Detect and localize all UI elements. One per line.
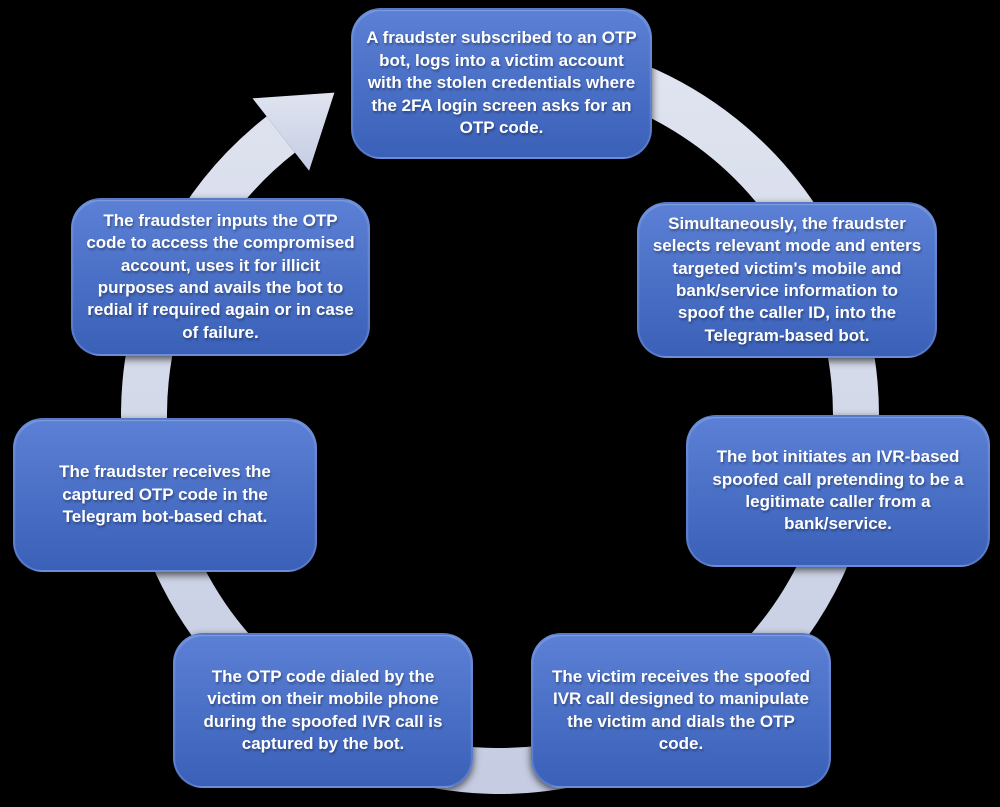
cycle-step-7-text: The fraudster inputs the OTP code to acc… xyxy=(86,210,355,342)
cycle-step-1-text: A fraudster subscribed to an OTP bot, lo… xyxy=(366,28,637,138)
cycle-step-1-top: A fraudster subscribed to an OTP bot, lo… xyxy=(351,8,652,159)
cycle-step-6-text: The fraudster receives the captured OTP … xyxy=(59,462,271,527)
cycle-step-4-bottom-right: The victim receives the spoofed IVR call… xyxy=(531,633,831,788)
cycle-step-2-text: Simultaneously, the fraudster selects re… xyxy=(652,213,922,345)
cycle-step-3-text: The bot initiates an IVR-based spoofed c… xyxy=(712,447,964,534)
cycle-step-6-middle-left: The fraudster receives the captured OTP … xyxy=(13,418,317,572)
cycle-step-7-upper-left: The fraudster inputs the OTP code to acc… xyxy=(71,198,370,356)
cycle-step-4-text: The victim receives the spoofed IVR call… xyxy=(552,666,810,753)
cycle-step-2-upper-right: Simultaneously, the fraudster selects re… xyxy=(637,202,937,358)
cycle-step-5-text: The OTP code dialed by the victim on the… xyxy=(203,666,443,753)
cycle-step-3-lower-right: The bot initiates an IVR-based spoofed c… xyxy=(686,415,990,567)
cycle-step-5-bottom-left: The OTP code dialed by the victim on the… xyxy=(173,633,473,788)
arrowhead-icon xyxy=(252,92,335,171)
